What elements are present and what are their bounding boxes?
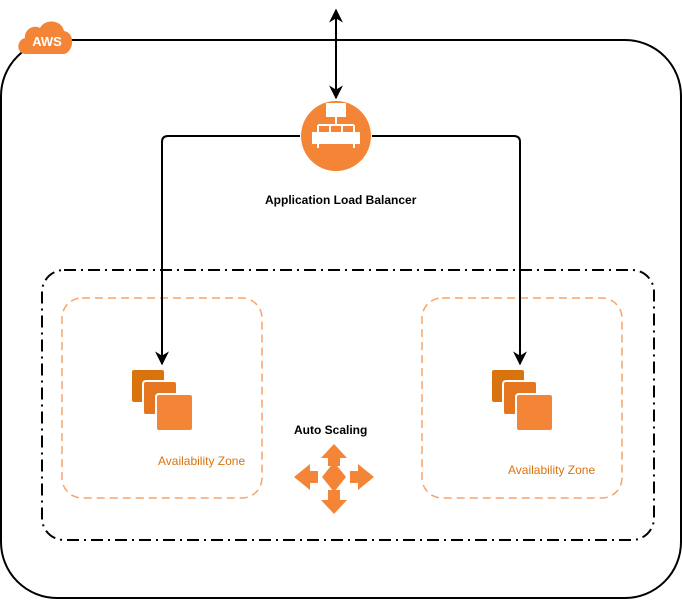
ec2-instances-icon — [490, 368, 554, 432]
application-load-balancer-icon — [301, 101, 371, 171]
aws-cloud-icon — [18, 21, 73, 55]
auto-scaling-icon — [294, 444, 374, 514]
aws-badge-label: AWS — [32, 34, 62, 49]
availability-zone-right-label: Availability Zone — [508, 463, 596, 477]
connector-left — [155, 135, 300, 366]
load-balancer-label: Application Load Balancer — [265, 193, 417, 207]
availability-zone-right-boundary — [421, 297, 623, 499]
connector-right — [372, 135, 527, 366]
auto-scaling-label: Auto Scaling — [294, 423, 368, 437]
availability-zone-left-label: Availability Zone — [158, 454, 246, 468]
ec2-instances-icon — [130, 368, 194, 432]
auto-scaling-group-boundary — [41, 269, 655, 541]
